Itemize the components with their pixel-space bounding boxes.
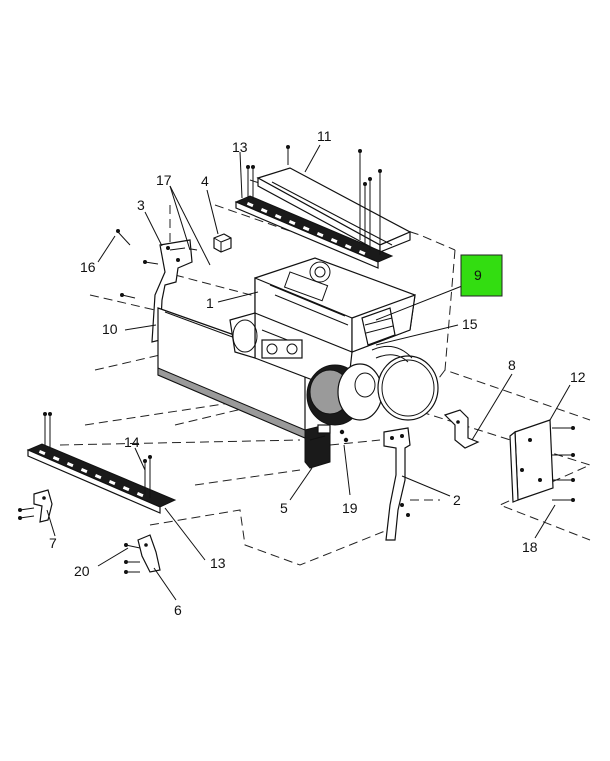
callout-13-lower: 13 xyxy=(210,555,226,571)
callout-20: 20 xyxy=(74,563,90,579)
callout-6: 6 xyxy=(174,602,182,618)
callout-15: 15 xyxy=(462,316,478,332)
callout-19: 19 xyxy=(342,500,358,516)
callout-labels: 11 13 17 4 3 16 1 10 15 8 12 14 2 5 19 7… xyxy=(49,128,586,618)
callout-10: 10 xyxy=(102,321,118,337)
grated-step-13-upper xyxy=(234,195,394,269)
callout-9-label: 9 xyxy=(474,267,482,283)
leader-lines xyxy=(46,144,571,601)
bracket-7 xyxy=(33,489,53,523)
highlight-callout-9[interactable]: 9 xyxy=(460,254,503,297)
callout-14: 14 xyxy=(124,434,140,450)
callout-13-upper: 13 xyxy=(232,139,248,155)
upper-bolts xyxy=(116,145,382,299)
cover-plate-11 xyxy=(256,167,412,254)
module-5 xyxy=(304,424,331,469)
callout-16: 16 xyxy=(80,259,96,275)
bracket-8 xyxy=(443,409,480,449)
callout-8: 8 xyxy=(508,357,516,373)
screws-19 xyxy=(339,429,349,443)
callout-11: 11 xyxy=(317,128,332,144)
callout-12: 12 xyxy=(570,369,586,385)
left-bracket-3 xyxy=(151,239,193,343)
callout-17: 17 xyxy=(156,172,172,188)
grated-step-13-lower xyxy=(26,443,177,514)
housing-assembly-1 xyxy=(229,257,416,383)
callout-3: 3 xyxy=(137,197,145,213)
block-4 xyxy=(213,233,232,253)
bracket-6 xyxy=(137,534,161,573)
callout-7: 7 xyxy=(49,535,57,551)
callout-5: 5 xyxy=(280,500,288,516)
bolts-18 xyxy=(552,426,575,502)
blower-motor xyxy=(306,345,439,426)
callout-2: 2 xyxy=(453,492,461,508)
right-bracket-2 xyxy=(383,427,411,541)
callout-1: 1 xyxy=(206,295,214,311)
callout-18: 18 xyxy=(522,539,538,555)
lower-bolts xyxy=(18,412,152,574)
mounting-plate-12 xyxy=(509,419,554,503)
callout-4: 4 xyxy=(201,173,209,189)
